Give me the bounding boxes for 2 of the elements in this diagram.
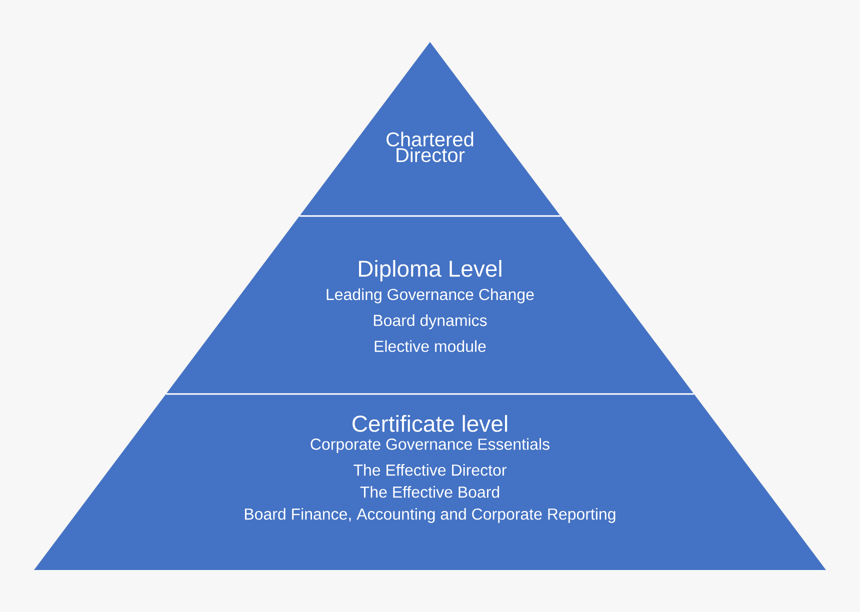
pyramid-tier: Chartered Director <box>300 42 560 216</box>
pyramid-tier: Certificate level Corporate Governance Essentials The Effective Director The Effective Board Board Finance, Accounting and Corporate Reporting <box>34 394 826 570</box>
